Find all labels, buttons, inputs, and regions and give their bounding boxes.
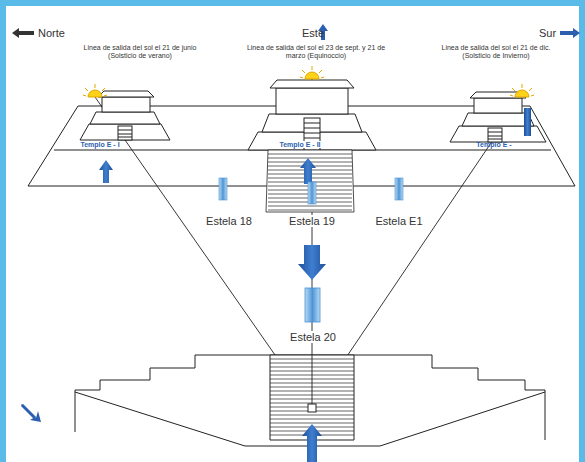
stela-label: Estela 19 <box>284 215 340 228</box>
sunrise-note: Linea de salida del sol el 23 de sept. y… <box>246 44 386 60</box>
direction-label: Este <box>302 27 332 40</box>
stair-step <box>268 154 352 155</box>
temple-label: Templo E - I <box>70 141 130 149</box>
stair-step <box>268 210 352 211</box>
stair-step <box>270 419 354 420</box>
stela-label: Estela 18 <box>201 215 257 228</box>
temple-label: Templo E - <box>469 141 519 149</box>
stair-step <box>268 206 352 207</box>
stela-label: Estela E1 <box>371 215 427 228</box>
direction-label: Norte <box>38 27 78 40</box>
direction-label: Sur <box>539 27 563 40</box>
stair-step <box>268 158 352 159</box>
stair-step <box>270 423 354 424</box>
temple-label: Templo E - II <box>268 141 332 149</box>
sunrise-note: Linea de salida del sol el 21 de junio (… <box>76 44 204 60</box>
stair-step <box>270 415 354 416</box>
stela-label: Estela 20 <box>285 331 341 344</box>
sunrise-note: Linea de salida del sol el 21 de dic. (S… <box>432 44 560 60</box>
